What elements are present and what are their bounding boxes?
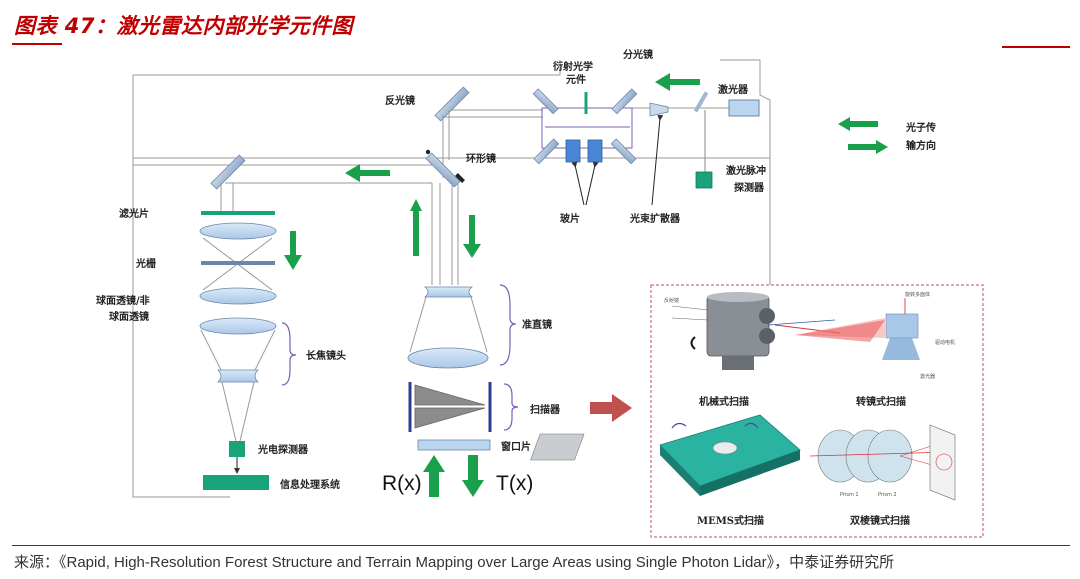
- info-system-box: [203, 475, 269, 490]
- wave-plate-1: [565, 139, 581, 163]
- spherical-lens: [199, 287, 277, 305]
- rotating-mirror-illustration: 旋转多面体 驱动电机 激光器: [795, 291, 955, 380]
- pulse-detector-box: [695, 171, 713, 189]
- title-rule-right: [1002, 46, 1070, 48]
- rx-arrow: [423, 455, 445, 497]
- tele-lens-concave: [217, 369, 259, 383]
- tx-arrow: [462, 455, 484, 497]
- source-note: 来源：《Rapid, High-Resolution Forest Struct…: [14, 554, 895, 571]
- label-info-system: 信息处理系统: [280, 478, 340, 491]
- label-mech-scan: 机械式扫描: [699, 395, 749, 408]
- housing-outline: [132, 75, 230, 498]
- title-underline: [12, 43, 62, 45]
- label-splitter: 分光镜: [623, 48, 653, 61]
- lidar-optics-diagram: 反射镜 旋转多面体 驱动电机 激光器 Prism 1 Prism 2 分光镜: [96, 48, 984, 538]
- collimator-concave: [423, 286, 474, 298]
- svg-text:反射镜: 反射镜: [664, 297, 679, 304]
- label-rx: R(x): [382, 472, 422, 495]
- label-beam-expander: 光束扩散器: [629, 212, 681, 225]
- mechanical-scan-illustration: 反射镜: [664, 292, 841, 370]
- grating-plate: [201, 261, 275, 265]
- label-scanner: 扫描器: [530, 403, 561, 416]
- beam-expander-shape: [649, 102, 669, 117]
- label-pulse-detector-1: 激光脉冲: [726, 164, 766, 177]
- label-tx: T(x): [496, 472, 533, 495]
- svg-text:旋转多面体: 旋转多面体: [905, 291, 930, 298]
- label-diffractive-2: 元件: [566, 73, 586, 86]
- collimator-lens: [407, 347, 489, 369]
- label-photon-dir-1: 光子传: [905, 121, 936, 134]
- svg-text:Prism 1: Prism 1: [840, 492, 859, 498]
- photon-direction-legend: [838, 117, 888, 154]
- label-photo-detector: 光电探测器: [257, 443, 309, 456]
- svg-text:激光器: 激光器: [920, 373, 935, 380]
- photo-detector-box: [229, 441, 245, 457]
- scanner-pointer-arrow: [590, 394, 632, 422]
- label-mems-scan: MEMS式扫描: [697, 514, 764, 527]
- label-diffractive-1: 衍射光学: [552, 60, 593, 73]
- label-window: 窗口片: [501, 440, 531, 453]
- reflector-mirror: [434, 86, 470, 122]
- label-collimator: 准直镜: [522, 318, 552, 331]
- figure-title: 图表 47：激光雷达内部光学元件图: [14, 14, 354, 38]
- mems-illustration: [530, 414, 801, 496]
- label-grating: 光栅: [135, 257, 156, 270]
- beam-splitter: [611, 88, 638, 115]
- label-laser: 激光器: [718, 83, 749, 96]
- label-wave-plate: 玻片: [560, 212, 580, 225]
- label-tele-lens: 长焦镜头: [306, 349, 346, 362]
- label-reflector: 反光镜: [385, 94, 415, 107]
- laser-box: [728, 99, 760, 117]
- filter-plate: [201, 211, 275, 215]
- label-photon-dir-2: 输方向: [906, 139, 936, 152]
- wave-plate-2: [587, 139, 603, 163]
- label-pulse-detector-2: 探测器: [734, 181, 765, 194]
- window-plate: [417, 439, 491, 451]
- label-ring-mirror: 环形镜: [466, 152, 496, 165]
- scan-types-panel: [650, 284, 984, 538]
- label-wedge-scan: 双棱镜式扫描: [850, 514, 910, 527]
- label-mirror-scan: 转镜式扫描: [856, 395, 906, 408]
- svg-text:Prism 2: Prism 2: [878, 492, 897, 498]
- label-lens-2: 球面透镜: [109, 310, 149, 323]
- svg-text:驱动电机: 驱动电机: [935, 339, 955, 346]
- left-fold-mirror: [210, 154, 246, 190]
- ring-mirror: [425, 152, 461, 188]
- risley-prism-illustration: Prism 1 Prism 2: [809, 424, 956, 501]
- label-lens-1: 球面透镜/非: [96, 294, 150, 307]
- source-divider: [12, 545, 1070, 546]
- label-filter: 滤光片: [119, 207, 149, 220]
